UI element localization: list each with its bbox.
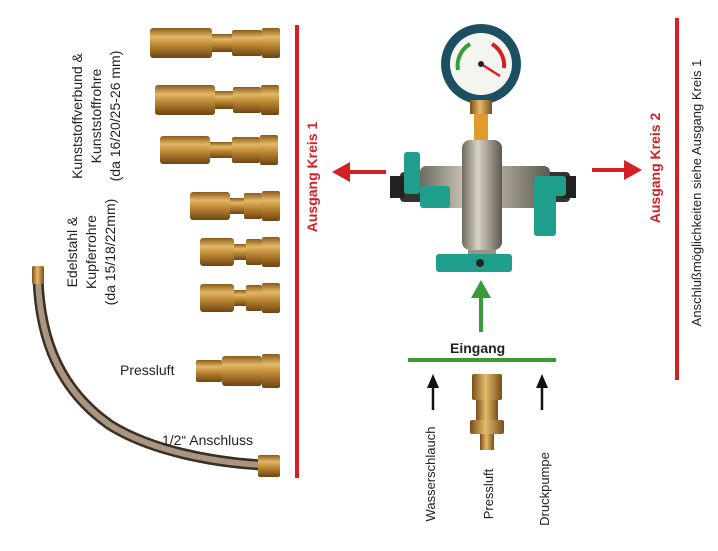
- label-ausgang-kreis-1: Ausgang Kreis 1: [304, 121, 320, 233]
- arrow-left-red: [332, 162, 386, 182]
- fitting-pressluft: [196, 354, 280, 388]
- fitting-pressluft-input: [470, 374, 504, 450]
- fitting-edelstahl-3: [200, 283, 280, 313]
- fitting-kunststoff-3: [160, 135, 278, 165]
- valve-handle-right: [534, 176, 566, 236]
- label-edelstahl-line3: (da 15/18/22mm): [102, 198, 118, 306]
- label-anschluss: 1/2“ Anschluss: [162, 432, 254, 448]
- valve-handle-left: [404, 152, 450, 208]
- label-edelstahl-line1: Edelstahl &: [64, 216, 80, 288]
- arrow-wasserschlauch: [427, 374, 439, 410]
- label-eingang: Eingang: [450, 340, 506, 356]
- label-ausgang-kreis-2: Ausgang Kreis 2: [647, 112, 663, 224]
- fitting-kunststoff-2: [155, 85, 279, 115]
- arrow-druckpumpe: [536, 374, 548, 410]
- label-pressluft-bottom: Pressluft: [481, 468, 496, 520]
- fitting-edelstahl-2: [200, 237, 280, 267]
- label-ausgang-2-note: Anschlußmöglichkeiten siehe Ausgang Krei…: [689, 59, 704, 327]
- label-edelstahl-line2: Kupferrohre: [83, 215, 99, 289]
- label-pressluft-left: Pressluft: [120, 362, 175, 378]
- label-wasserschlauch: Wasserschlauch: [423, 426, 438, 522]
- flex-hose: [32, 266, 280, 477]
- label-druckpumpe: Druckpumpe: [537, 452, 552, 526]
- valve-handle-bottom: [436, 254, 512, 272]
- fitting-kunststoff-1: [150, 28, 280, 58]
- pressure-gauge: [441, 24, 521, 140]
- label-edelstahl: Edelstahl & Kupferrohre (da 15/18/22mm): [63, 172, 123, 332]
- arrow-up-green: [471, 280, 491, 332]
- fitting-edelstahl-1: [190, 191, 280, 221]
- arrow-right-red: [592, 160, 642, 180]
